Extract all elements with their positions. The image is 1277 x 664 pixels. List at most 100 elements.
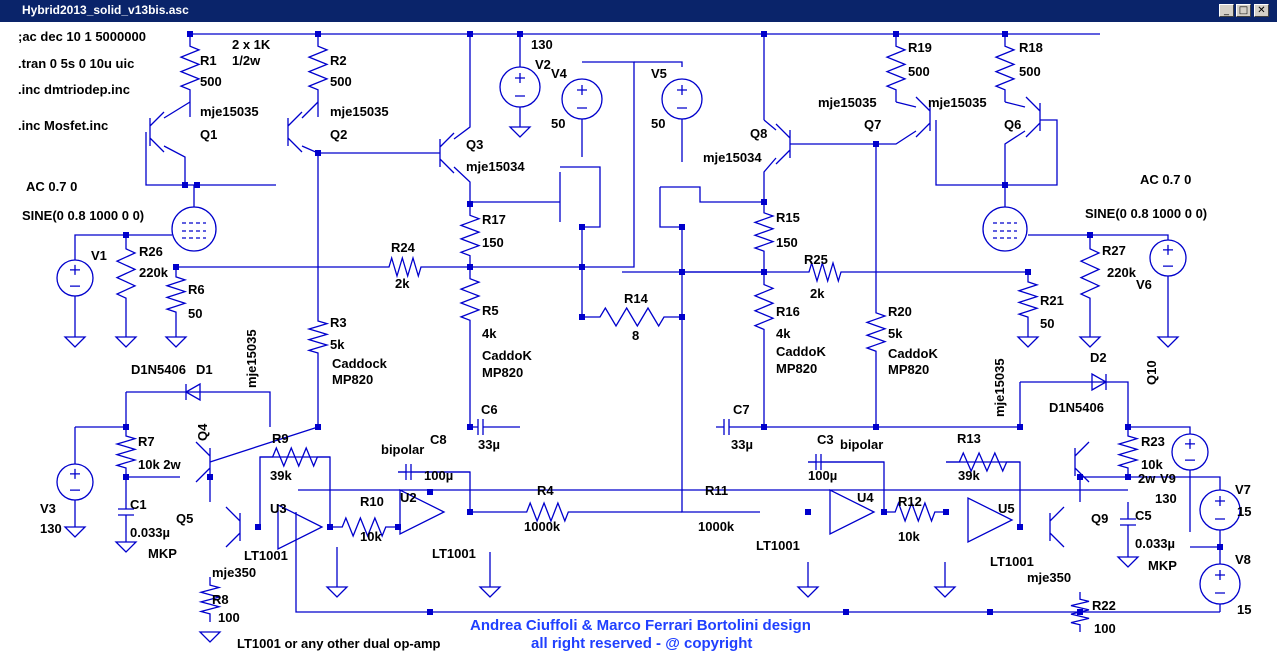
label-U4: U4	[857, 490, 874, 505]
value-R11: 1000k	[698, 519, 735, 534]
label-Q9: Q9	[1091, 511, 1108, 526]
junction-node	[679, 269, 685, 275]
wire	[453, 34, 471, 140]
junction-node	[843, 609, 849, 615]
junction-node	[467, 264, 473, 270]
label-R8: R8	[212, 592, 229, 607]
R10-resistor	[330, 516, 398, 538]
junction-node	[467, 424, 473, 430]
value-R19: 500	[908, 64, 930, 79]
extra-R5-1: CaddoK	[482, 348, 532, 363]
U4-opamp	[829, 488, 876, 536]
label-R5: R5	[482, 303, 499, 318]
credit-line-2: all right reserved - @ copyright	[531, 635, 752, 652]
wire	[209, 426, 319, 463]
value-R7: 10k 2w	[138, 457, 182, 472]
junction-nodes	[123, 31, 1223, 615]
U2-opamp	[399, 488, 446, 536]
junction-node	[207, 474, 213, 480]
junction-node	[1125, 474, 1131, 480]
label-R17: R17	[482, 212, 506, 227]
schematic-canvas[interactable]: ;ac dec 10 1 5000000 .tran 0 5s 0 10u ui…	[0, 22, 1277, 664]
ground-symbol	[325, 586, 349, 598]
junction-node	[1125, 424, 1131, 430]
value-R9: 39k	[270, 468, 292, 483]
Q9-transistor	[1049, 506, 1065, 548]
V6tube-grid	[993, 222, 1017, 239]
label-Q5: Q5	[176, 511, 193, 526]
wire	[935, 119, 1058, 186]
R15-resistor	[753, 202, 775, 262]
label-R12: R12	[898, 494, 922, 509]
V6-polarity	[1163, 244, 1173, 267]
window-title: Hybrid2013_solid_v13bis.asc	[22, 3, 189, 17]
value-V3: 130	[40, 521, 62, 536]
directive-ac: ;ac dec 10 1 5000000	[18, 29, 146, 44]
junction-node	[1002, 182, 1008, 188]
C3-capacitor	[808, 454, 884, 470]
label-R11: R11	[705, 483, 728, 498]
value-C3: 100µ	[808, 468, 837, 483]
R12-resistor	[884, 501, 946, 523]
ground-symbol	[796, 586, 820, 598]
value-D1: D1N5406	[131, 362, 186, 377]
junction-node	[805, 509, 811, 515]
wire	[295, 512, 1220, 613]
maximize-button[interactable]: □	[1236, 4, 1251, 17]
note-opamp: LT1001 or any other dual op-amp	[237, 636, 441, 651]
minimize-button[interactable]: _	[1219, 4, 1234, 17]
Q7-transistor	[915, 96, 931, 138]
wire	[1004, 101, 1026, 108]
wire	[763, 157, 777, 202]
R18-resistor	[994, 34, 1016, 102]
label-R21: R21	[1040, 293, 1064, 308]
value-R21: 50	[1040, 316, 1054, 331]
label-C8: C8	[430, 432, 447, 447]
junction-node	[1217, 544, 1223, 550]
label-V1: V1	[91, 248, 107, 263]
extra-R16-1: CaddoK	[776, 344, 826, 359]
R16-resistor	[753, 272, 775, 342]
extra-R20-1: CaddoK	[888, 346, 938, 361]
close-button[interactable]: ✕	[1254, 4, 1269, 17]
V6tube-triode	[982, 206, 1028, 252]
junction-node	[467, 31, 473, 37]
ground-symbol	[1016, 336, 1040, 348]
label-R16: R16	[776, 304, 800, 319]
label-R19: R19	[908, 40, 932, 55]
V3-source	[56, 463, 94, 501]
directive-tran: .tran 0 5s 0 10u uic	[18, 56, 134, 71]
value-V6: AC 0.7 0	[1140, 172, 1191, 187]
V6-source	[1149, 239, 1187, 277]
junction-node	[1025, 269, 1031, 275]
D1-diode	[184, 382, 201, 402]
value-R8: 100	[218, 610, 240, 625]
junction-node	[123, 424, 129, 430]
junction-node	[182, 182, 188, 188]
value-V1: AC 0.7 0	[26, 179, 77, 194]
V5-source	[661, 78, 703, 120]
label-Q6: Q6	[1004, 117, 1021, 132]
value-R18: 500	[1019, 64, 1041, 79]
wire	[301, 145, 319, 312]
extra-R3-1: Caddock	[332, 356, 388, 371]
junction-node	[761, 199, 767, 205]
label-V8: V8	[1235, 552, 1251, 567]
junction-node	[1017, 424, 1023, 430]
wire	[145, 132, 276, 186]
extra-R23: 2w	[1138, 471, 1156, 486]
R7-resistor	[114, 427, 138, 477]
value-R23: 10k	[1141, 457, 1163, 472]
title-bar[interactable]: Hybrid2013_solid_v13bis.asc _ □ ✕	[0, 0, 1277, 22]
extra-R5-2: MP820	[482, 365, 523, 380]
value-V2: 130	[531, 37, 553, 52]
label-D1: D1	[196, 362, 213, 377]
ground-symbol	[198, 631, 222, 643]
value-R6: 50	[188, 306, 202, 321]
value-R16: 4k	[776, 326, 791, 341]
V9-source	[1171, 433, 1209, 471]
extra-C3: bipolar	[840, 437, 883, 452]
value-U2: LT1001	[432, 546, 476, 561]
value-C8: 100µ	[424, 468, 453, 483]
